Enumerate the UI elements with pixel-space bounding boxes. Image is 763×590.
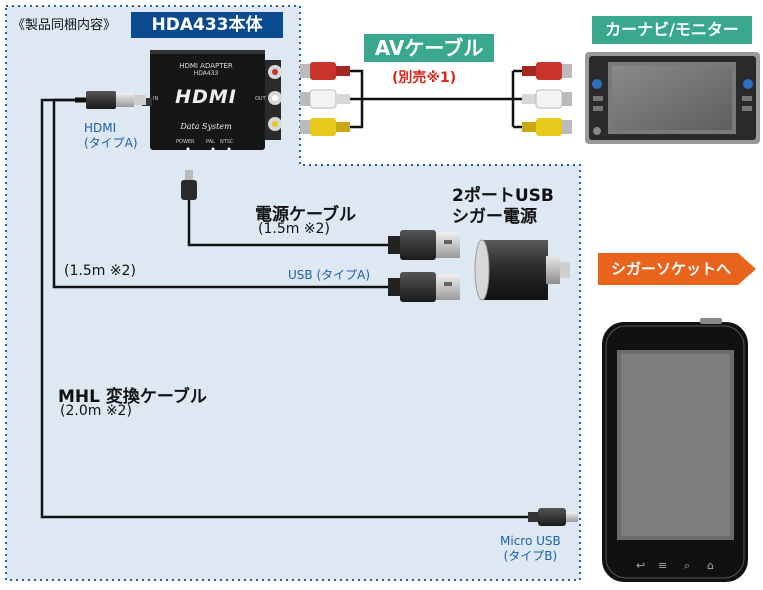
usb-cigar-charger-device <box>474 239 570 301</box>
smartphone-device: ↩ ≡ ⌕ ⌂ <box>602 318 748 582</box>
power-cable-length: (1.5m ※2) <box>258 221 330 237</box>
adapter-in-label: IN <box>153 96 159 102</box>
cigar-socket-label: シガーソケットへ <box>610 260 731 278</box>
micro-usb-label-line1: Micro USB <box>500 534 561 548</box>
hdmi-usb-cable-line <box>52 98 390 289</box>
hdmi-usb-cable-length: (1.5m ※2) <box>64 263 136 279</box>
power-cable-graphic <box>181 170 390 247</box>
svg-text:⌕: ⌕ <box>684 559 690 572</box>
adapter-ntsc-label: NTSC <box>220 139 234 145</box>
av-cable-graphic <box>300 62 572 136</box>
adapter-power-label: POWER <box>176 139 195 145</box>
adapter-hdmi-logo: HDMI <box>175 86 237 108</box>
hdmi-adapter-device <box>142 50 282 151</box>
svg-text:⌂: ⌂ <box>707 559 714 572</box>
adapter-top-line2: HDA433 <box>193 70 219 77</box>
power-cable-title: 電源ケーブル <box>255 205 356 225</box>
car-monitor-device <box>585 52 760 144</box>
av-cable-note: (別売※1) <box>392 70 457 86</box>
charger-title-line1: 2ポートUSB <box>452 186 554 206</box>
monitor-title: カーナビ/モニター <box>592 16 752 44</box>
mhl-cable-title: MHL 変換ケーブル <box>58 387 207 407</box>
adapter-pal-label: PAL <box>206 139 215 145</box>
bundle-area <box>5 5 581 581</box>
svg-text:↩: ↩ <box>636 559 645 572</box>
cigar-socket-arrow <box>598 253 756 285</box>
product-title-badge: HDA433本体 <box>131 12 283 38</box>
usb-plug-power <box>388 230 460 260</box>
hdmi-plug-label-line2: (タイプA) <box>84 136 138 150</box>
hdmi-plug-label-line1: HDMI <box>84 121 117 135</box>
av-cable-title: AVケーブル <box>364 34 494 62</box>
usb-type-a-label: USB (タイプA) <box>288 268 371 282</box>
adapter-top-line1: HDMI ADAPTER <box>179 62 233 70</box>
bundle-caption: 《製品同梱内容》 <box>12 18 117 33</box>
micro-usb-label: Micro USB (タイプB) <box>500 534 561 564</box>
charger-title: 2ポートUSB シガー電源 <box>452 186 554 228</box>
adapter-brand: Data System <box>180 122 232 131</box>
adapter-out-label: OUT <box>255 96 266 102</box>
micro-usb-plug-graphic <box>528 508 578 526</box>
hdmi-plug-label: HDMI (タイプA) <box>84 121 138 151</box>
usb-plug-hdmi <box>388 272 460 302</box>
charger-title-line2: シガー電源 <box>452 207 537 227</box>
svg-text:≡: ≡ <box>658 559 667 572</box>
mhl-cable-length: (2.0m ※2) <box>60 403 132 419</box>
micro-usb-label-line2: (タイプB) <box>503 549 558 563</box>
